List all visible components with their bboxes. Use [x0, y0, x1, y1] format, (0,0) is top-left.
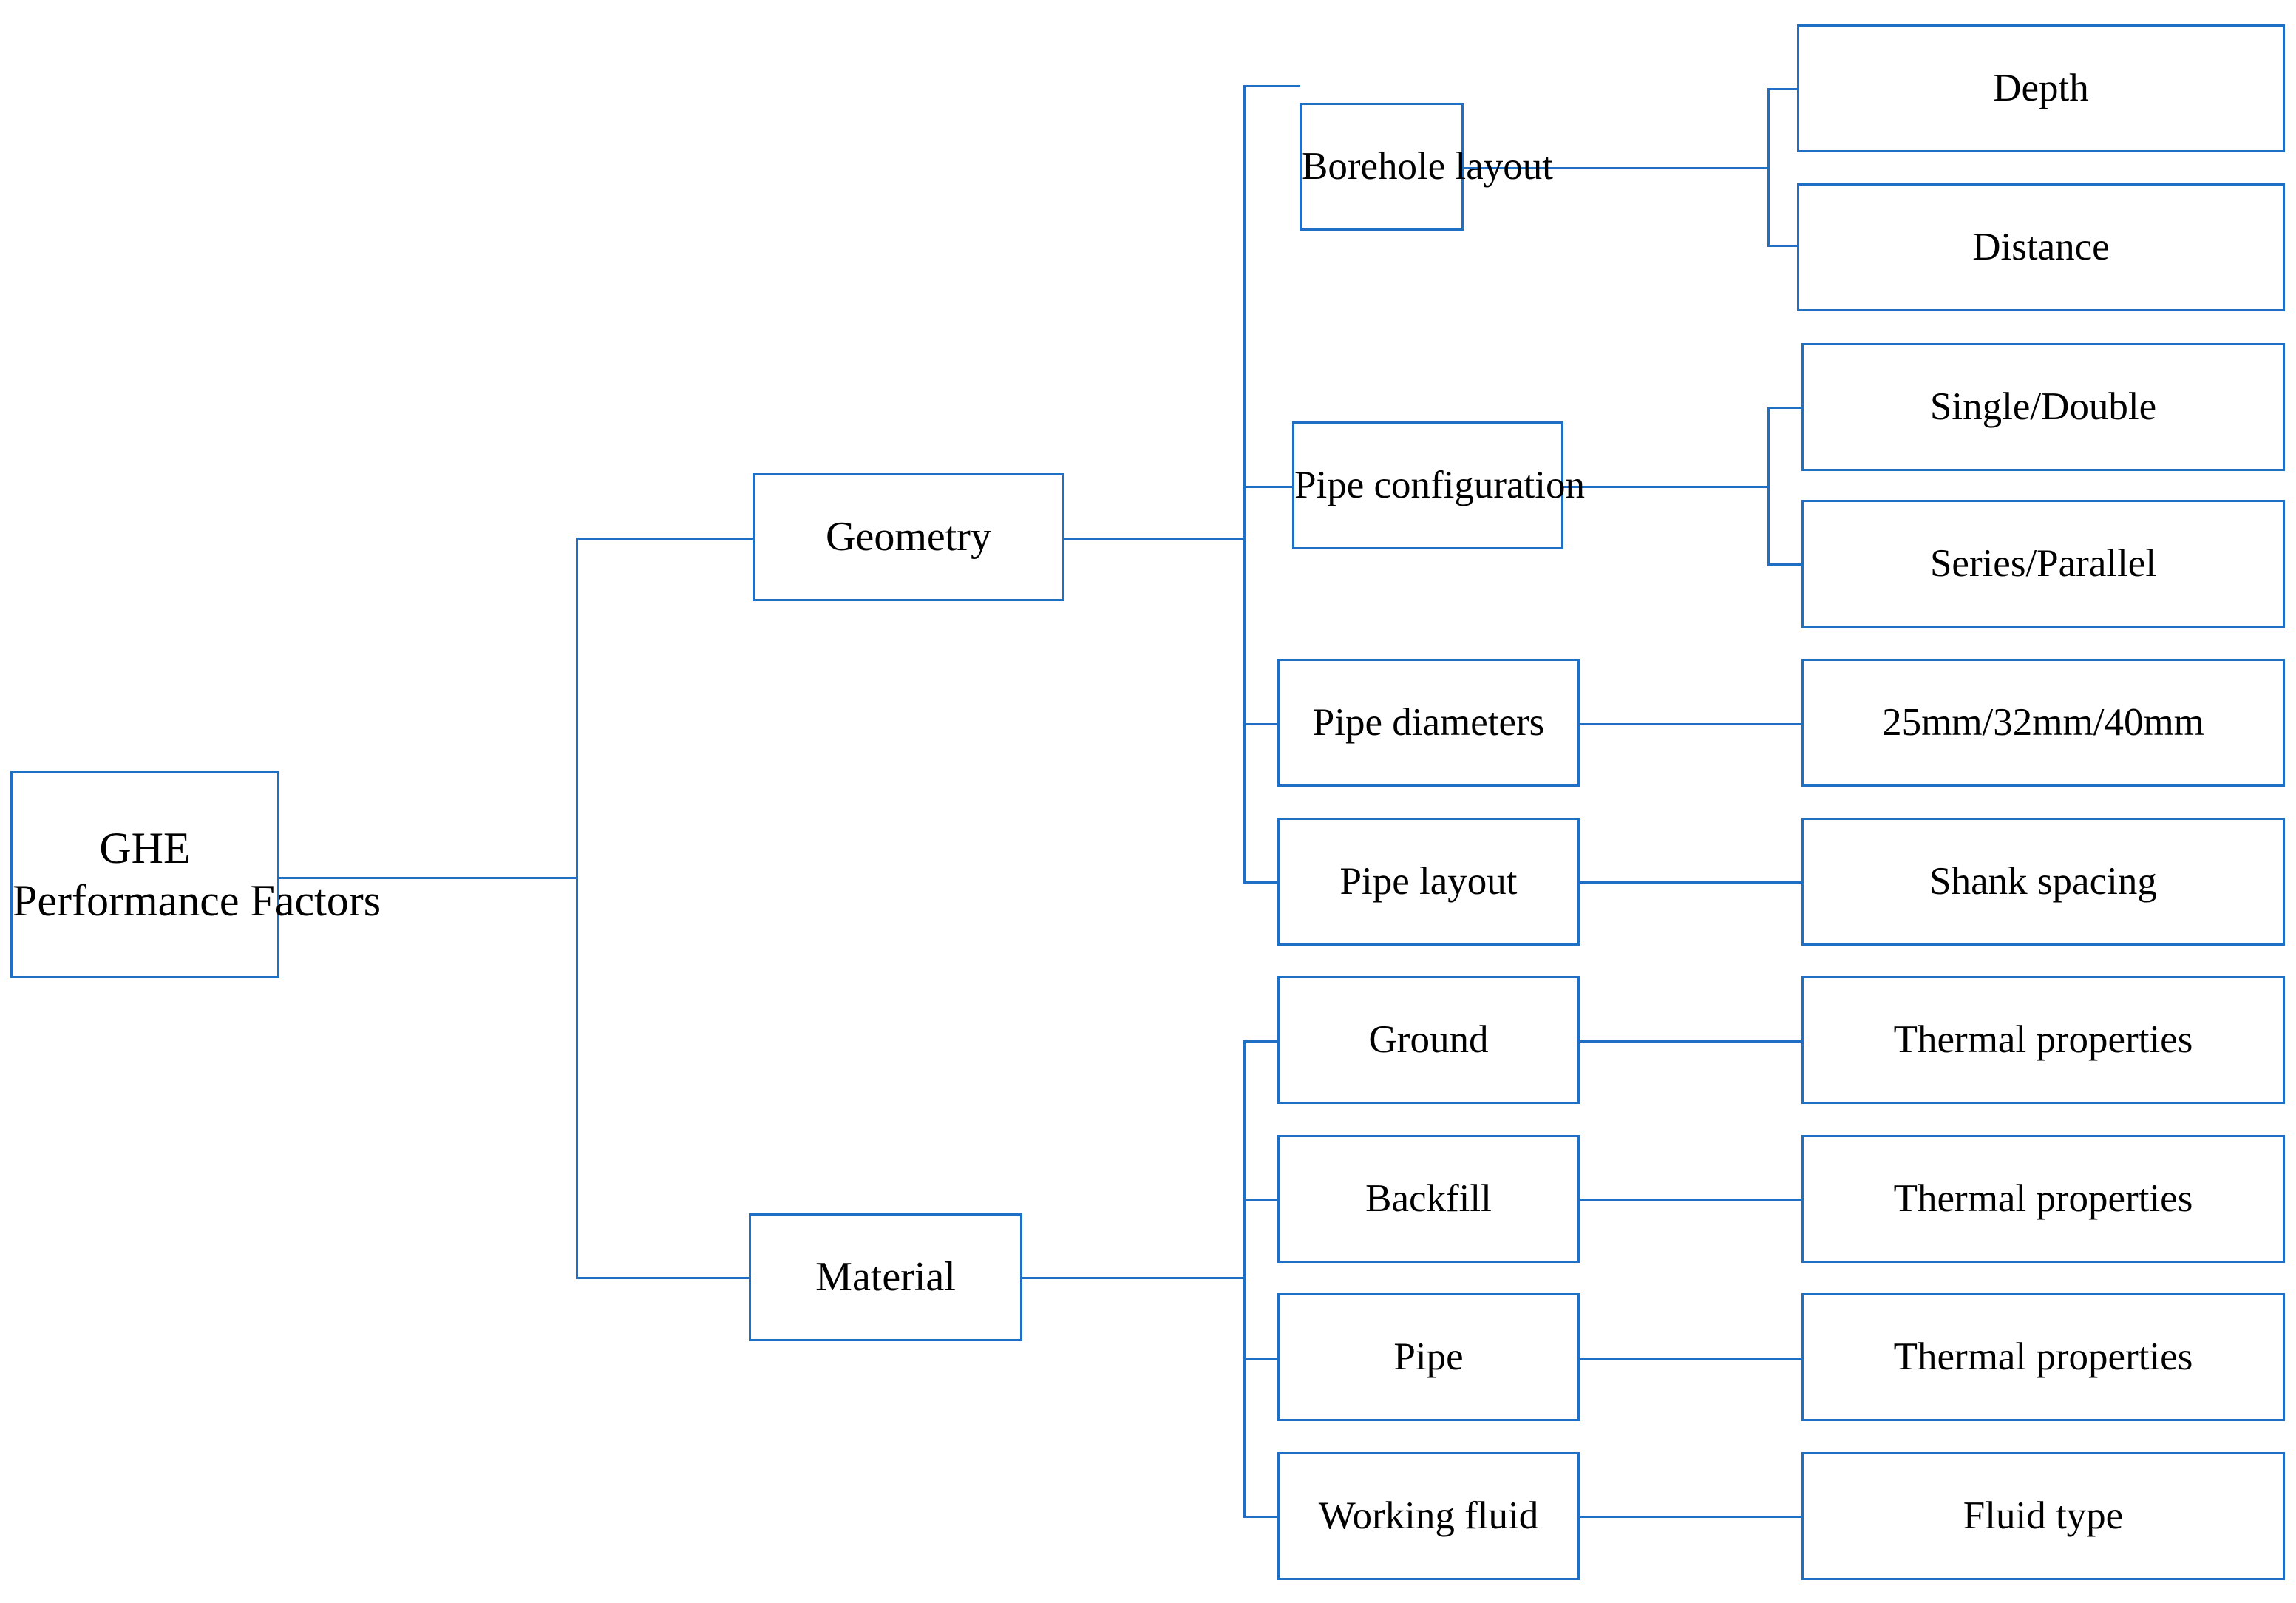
node-backfill-thermal-properties-label: Thermal properties — [1893, 1177, 2193, 1221]
node-backfill-label: Backfill — [1365, 1177, 1492, 1221]
connector-geometry-to-pipe-layout — [1243, 881, 1278, 884]
node-geometry[interactable]: Geometry — [753, 473, 1064, 601]
connector-pipe-to-thermal-properties — [1580, 1358, 1802, 1360]
node-pipe-layout-label: Pipe layout — [1339, 860, 1518, 904]
node-pipe-configuration[interactable]: Pipe configuration — [1292, 421, 1585, 549]
connector-geometry-trunk — [1243, 85, 1246, 884]
node-pipe[interactable]: Pipe — [1277, 1293, 1580, 1421]
connector-borehole-to-depth — [1767, 88, 1799, 90]
node-material[interactable]: Material — [749, 1213, 1022, 1341]
connector-pipeconfig-stub — [1563, 486, 1769, 488]
node-borehole-layout-label: Borehole layout — [1302, 145, 1553, 189]
node-pipe-diameter-values-label: 25mm/32mm/40mm — [1882, 701, 2204, 745]
connector-root-trunk — [576, 538, 578, 1279]
connector-material-to-ground — [1243, 1040, 1278, 1043]
node-series-parallel-label: Series/Parallel — [1929, 542, 2157, 586]
connector-backfill-to-thermal-properties — [1580, 1199, 1802, 1201]
node-ground-thermal-properties[interactable]: Thermal properties — [1801, 976, 2285, 1104]
connector-pipe-diameters-to-values — [1580, 723, 1802, 725]
node-ground-label: Ground — [1368, 1018, 1489, 1062]
node-pipe-label: Pipe — [1393, 1335, 1464, 1379]
connector-pipeconfig-to-series-parallel — [1767, 563, 1803, 566]
connector-geometry-stub — [1064, 538, 1246, 540]
node-pipe-diameters[interactable]: Pipe diameters — [1277, 659, 1580, 787]
connector-geometry-to-borehole-layout — [1243, 85, 1300, 87]
connector-pipeconfig-trunk — [1767, 407, 1770, 566]
node-pipe-layout[interactable]: Pipe layout — [1277, 818, 1580, 946]
node-working-fluid-label: Working fluid — [1318, 1494, 1539, 1538]
node-ground-thermal-properties-label: Thermal properties — [1893, 1018, 2193, 1062]
node-backfill[interactable]: Backfill — [1277, 1135, 1580, 1263]
node-single-double-label: Single/Double — [1929, 385, 2157, 429]
connector-borehole-stub — [1464, 167, 1769, 169]
node-series-parallel[interactable]: Series/Parallel — [1801, 500, 2285, 628]
node-pipe-thermal-properties-label: Thermal properties — [1893, 1335, 2193, 1379]
node-distance[interactable]: Distance — [1797, 183, 2285, 311]
connector-pipe-layout-to-shank-spacing — [1580, 881, 1802, 884]
node-pipe-diameter-values[interactable]: 25mm/32mm/40mm — [1801, 659, 2285, 787]
connector-pipeconfig-to-single-double — [1767, 407, 1803, 409]
node-root-line1: GHE — [99, 824, 191, 873]
connector-material-to-backfill — [1243, 1199, 1278, 1201]
node-depth[interactable]: Depth — [1797, 24, 2285, 152]
node-backfill-thermal-properties[interactable]: Thermal properties — [1801, 1135, 2285, 1263]
connector-working-fluid-to-fluid-type — [1580, 1516, 1802, 1518]
node-single-double[interactable]: Single/Double — [1801, 343, 2285, 471]
connector-root-stub — [279, 877, 578, 879]
node-ground[interactable]: Ground — [1277, 976, 1580, 1104]
node-borehole-layout[interactable]: Borehole layout — [1300, 103, 1553, 231]
connector-geometry-to-pipe-configuration — [1243, 486, 1293, 488]
node-working-fluid[interactable]: Working fluid — [1277, 1452, 1580, 1580]
connector-geometry-to-pipe-diameters — [1243, 723, 1278, 725]
node-pipe-configuration-label: Pipe configuration — [1294, 464, 1585, 507]
node-fluid-type-label: Fluid type — [1963, 1494, 2124, 1538]
connector-borehole-trunk — [1767, 88, 1770, 247]
node-pipe-diameters-label: Pipe diameters — [1312, 701, 1545, 745]
node-depth-label: Depth — [1993, 67, 2089, 110]
connector-material-to-working-fluid — [1243, 1516, 1278, 1518]
node-root-ghe-performance-factors[interactable]: GHE Performance Factors — [8, 771, 381, 978]
connector-material-stub — [1022, 1277, 1246, 1279]
connector-material-to-pipe — [1243, 1358, 1278, 1360]
connector-borehole-to-distance — [1767, 245, 1799, 247]
node-geometry-label: Geometry — [826, 514, 991, 560]
connector-root-to-geometry — [576, 538, 753, 540]
connector-material-trunk — [1243, 1040, 1246, 1518]
node-fluid-type[interactable]: Fluid type — [1801, 1452, 2285, 1580]
connector-ground-to-thermal-properties — [1580, 1040, 1802, 1043]
node-material-label: Material — [815, 1254, 956, 1301]
node-pipe-thermal-properties[interactable]: Thermal properties — [1801, 1293, 2285, 1421]
node-shank-spacing[interactable]: Shank spacing — [1801, 818, 2285, 946]
node-root-text: GHE Performance Factors — [8, 822, 381, 927]
node-shank-spacing-label: Shank spacing — [1929, 860, 2157, 904]
connector-root-to-material — [576, 1277, 750, 1279]
node-distance-label: Distance — [1972, 226, 2110, 269]
node-root-line2: Performance Factors — [13, 876, 381, 925]
